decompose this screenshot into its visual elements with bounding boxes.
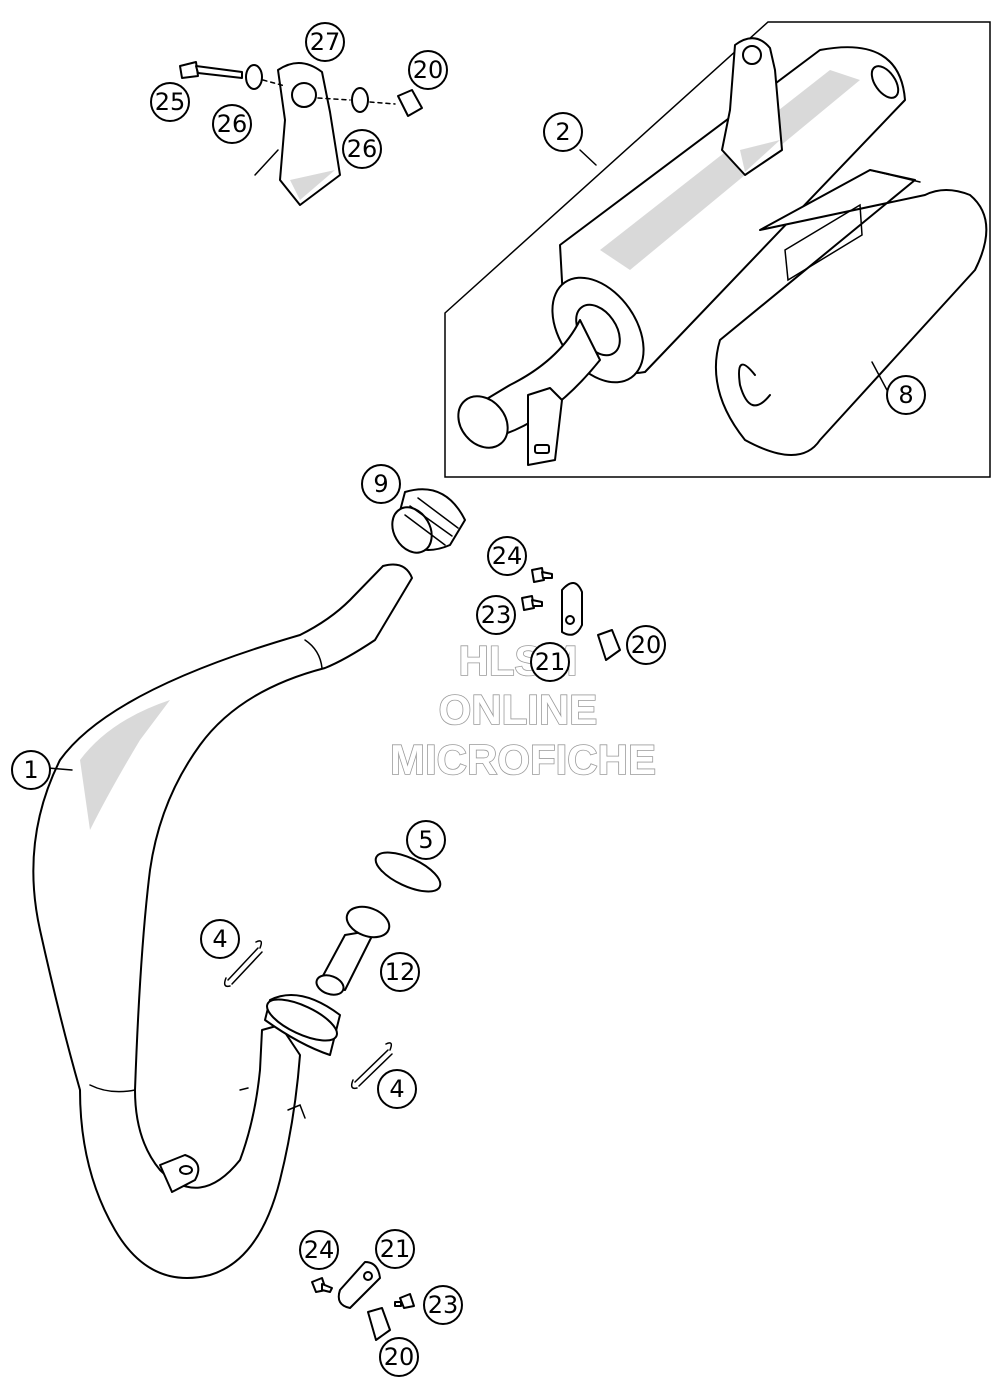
- callout-12[interactable]: 12: [380, 952, 420, 992]
- washer-26-left[interactable]: [245, 64, 263, 90]
- mid-mount-hardware: [521, 567, 621, 661]
- clip-nut-20-mid[interactable]: [597, 629, 621, 661]
- leader-lines: [47, 149, 889, 771]
- callout-4-lower-label: 4: [389, 1075, 404, 1103]
- callout-27-label: 27: [310, 28, 341, 56]
- watermark-line3: MICROFICHE: [390, 736, 656, 783]
- bottom-mount-hardware: [311, 1261, 415, 1341]
- callout-21-bottom-label: 21: [380, 1235, 411, 1263]
- callout-20-mid[interactable]: 20: [626, 625, 666, 665]
- callout-23-mid[interactable]: 23: [476, 595, 516, 635]
- callout-8[interactable]: 8: [886, 375, 926, 415]
- callout-26-left[interactable]: 26: [212, 104, 252, 144]
- silencer-protector-part[interactable]: [714, 169, 988, 456]
- callout-4-upper[interactable]: 4: [200, 919, 240, 959]
- callout-25-label: 25: [155, 88, 186, 116]
- callout-20-mid-label: 20: [631, 631, 662, 659]
- header-pipe-part[interactable]: [32, 563, 413, 1279]
- callout-21-mid[interactable]: 21: [530, 642, 570, 682]
- watermark: HLSM ONLINE MICROFICHE: [389, 636, 657, 784]
- callout-23-bottom-label: 23: [428, 1291, 459, 1319]
- callout-4-lower[interactable]: 4: [377, 1069, 417, 1109]
- callout-24-bottom[interactable]: 24: [299, 1230, 339, 1270]
- connector-12-part[interactable]: [314, 901, 394, 998]
- bracket-21-bottom[interactable]: [337, 1261, 381, 1309]
- callout-20-bottom-label: 20: [384, 1343, 415, 1371]
- silencer-part[interactable]: [448, 37, 906, 466]
- o-ring-5-part[interactable]: [370, 845, 445, 900]
- watermark-line2: ONLINE: [439, 686, 598, 733]
- callout-23-mid-label: 23: [481, 601, 512, 629]
- callout-27[interactable]: 27: [305, 22, 345, 62]
- bolt-25[interactable]: [179, 61, 243, 79]
- callout-layer: 27 25 26 26 20 2 8 9 24 23 20 21 1 5 4 1…: [11, 22, 926, 1377]
- washer-26-right[interactable]: [351, 87, 369, 113]
- screw-24-bottom[interactable]: [311, 1277, 333, 1293]
- spring-4-lower[interactable]: [350, 1042, 393, 1090]
- callout-12-label: 12: [385, 958, 416, 986]
- callout-20-top[interactable]: 20: [408, 50, 448, 90]
- callout-2[interactable]: 2: [543, 112, 583, 152]
- clip-nut-20-bottom[interactable]: [367, 1307, 391, 1341]
- callout-4-upper-label: 4: [212, 925, 227, 953]
- callout-21-mid-label: 21: [535, 648, 566, 676]
- callout-21-bottom[interactable]: 21: [375, 1229, 415, 1269]
- callout-1[interactable]: 1: [11, 750, 51, 790]
- screw-23-bottom[interactable]: [394, 1293, 415, 1309]
- spring-4-upper[interactable]: [223, 940, 263, 988]
- callout-8-label: 8: [898, 381, 913, 409]
- callout-23-bottom[interactable]: 23: [423, 1285, 463, 1325]
- callout-20-top-label: 20: [413, 56, 444, 84]
- bracket-21-mid[interactable]: [561, 582, 583, 636]
- silencer-group-frame: [444, 21, 991, 478]
- callout-26-right[interactable]: 26: [342, 129, 382, 169]
- callout-5[interactable]: 5: [406, 820, 446, 860]
- gasket-9-part[interactable]: [384, 488, 466, 560]
- callout-26-left-label: 26: [217, 110, 248, 138]
- callout-2-label: 2: [555, 118, 570, 146]
- callout-24-mid[interactable]: 24: [487, 536, 527, 576]
- callout-26-right-label: 26: [347, 135, 378, 163]
- callout-9-label: 9: [373, 470, 388, 498]
- clip-nut-20-top[interactable]: [397, 89, 423, 117]
- silencer-mount-detail: [179, 61, 423, 206]
- screw-24-mid[interactable]: [531, 567, 553, 583]
- screw-23-mid[interactable]: [521, 595, 543, 611]
- callout-1-label: 1: [23, 756, 38, 784]
- callout-20-bottom[interactable]: 20: [379, 1337, 419, 1377]
- callout-24-mid-label: 24: [492, 542, 523, 570]
- callout-25[interactable]: 25: [150, 82, 190, 122]
- callout-24-bottom-label: 24: [304, 1236, 335, 1264]
- callout-5-label: 5: [418, 826, 433, 854]
- callout-9[interactable]: 9: [361, 464, 401, 504]
